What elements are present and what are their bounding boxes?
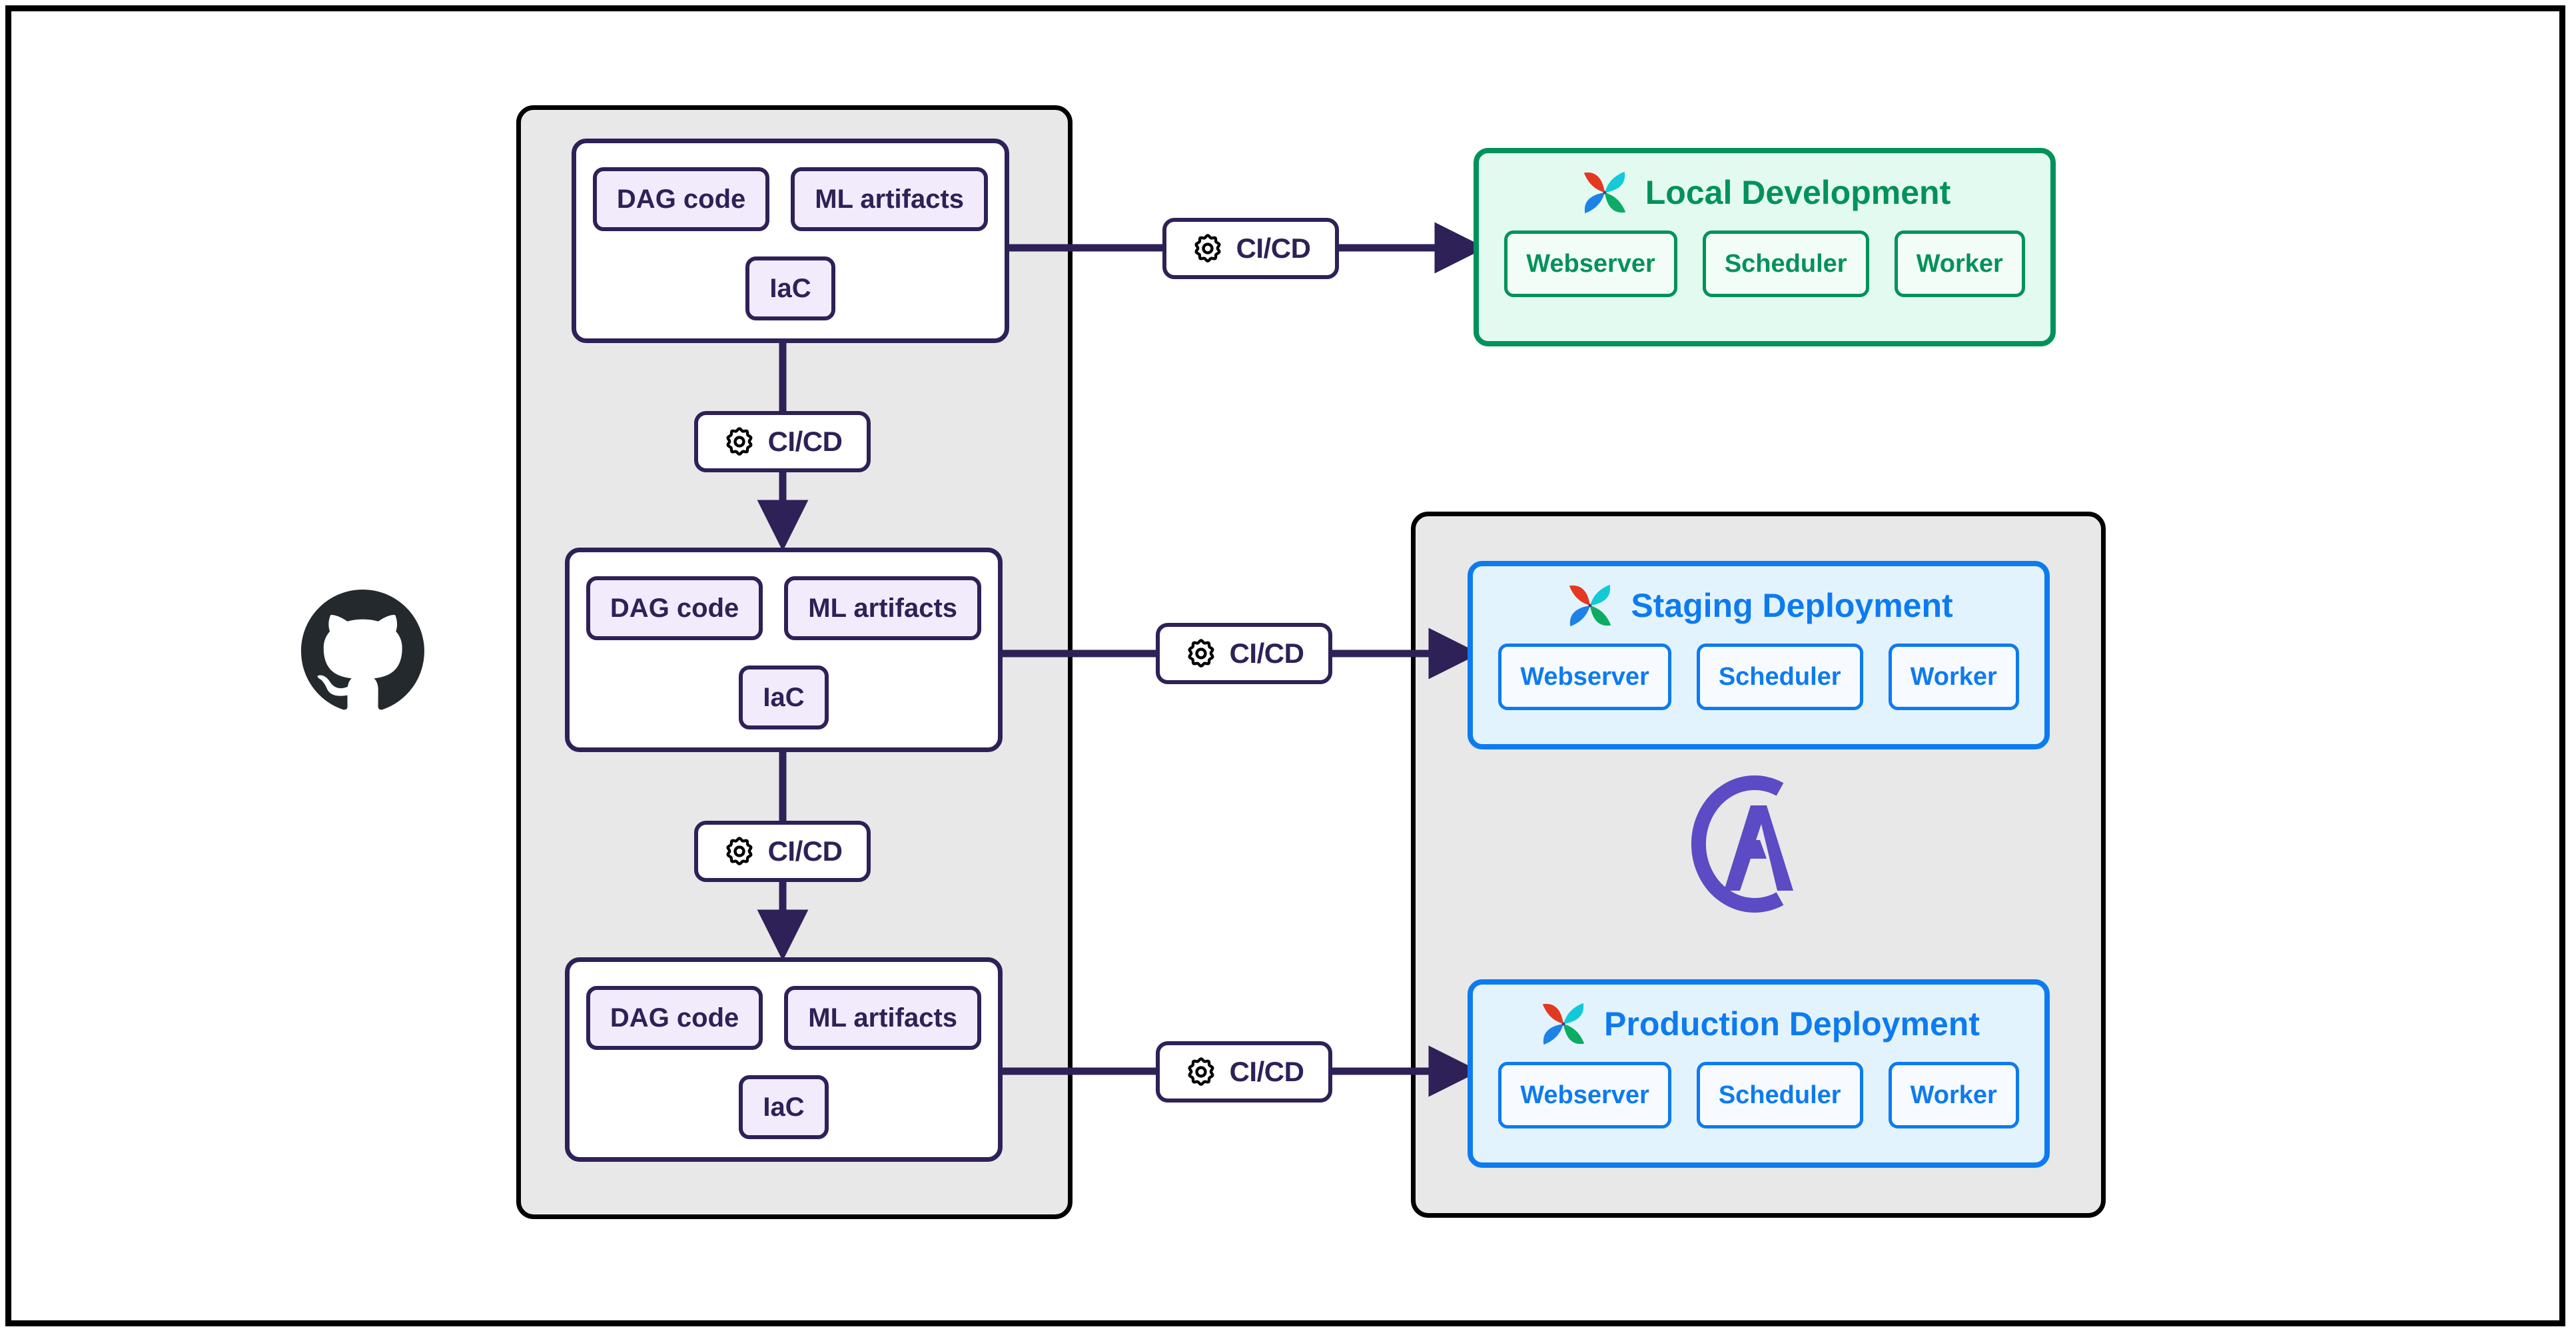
artifact-chip-iac: IaC (745, 256, 835, 320)
cicd-pill-main-to-production[interactable]: CI/CD (1156, 1041, 1332, 1103)
airflow-icon (1579, 167, 1631, 219)
artifact-chip-iac: IaC (739, 1075, 829, 1139)
artifact-chip-ml-artifacts: ML artifacts (784, 576, 982, 640)
repo-block-main-branch: DAG code ML artifacts IaC (565, 957, 1003, 1162)
artifact-chip-iac: IaC (739, 666, 829, 729)
cicd-label: CI/CD (767, 426, 843, 457)
component-chip-worker: Worker (1888, 644, 2019, 710)
panel-title: Production Deployment (1604, 1005, 1980, 1043)
gear-icon (723, 425, 756, 458)
panel-title: Local Development (1645, 174, 1951, 211)
astronomer-icon (1684, 771, 1817, 917)
cicd-label: CI/CD (1229, 638, 1304, 669)
component-chip-scheduler: Scheduler (1696, 644, 1863, 710)
cicd-label: CI/CD (1236, 232, 1311, 264)
cicd-pill-staging-to-stagingdeploy[interactable]: CI/CD (1156, 623, 1332, 684)
deployment-panel-local: Local Development Webserver Scheduler Wo… (1474, 148, 2056, 346)
deployment-panel-staging: Staging Deployment Webserver Scheduler W… (1468, 561, 2050, 749)
cicd-label: CI/CD (1229, 1056, 1304, 1087)
artifact-chip-dag-code: DAG code (586, 986, 763, 1050)
airflow-icon (1564, 580, 1616, 632)
component-chip-worker: Worker (1888, 1062, 2019, 1128)
repo-block-staging-branch: DAG code ML artifacts IaC (565, 548, 1003, 752)
panel-title: Staging Deployment (1631, 587, 1953, 624)
component-chip-webserver: Webserver (1498, 644, 1671, 710)
cicd-pill-staging-to-main[interactable]: CI/CD (694, 821, 871, 882)
artifact-chip-dag-code: DAG code (592, 167, 770, 231)
component-chip-scheduler: Scheduler (1702, 230, 1869, 297)
component-chip-worker: Worker (1894, 230, 2025, 297)
component-chip-webserver: Webserver (1498, 1062, 1671, 1128)
gear-icon (723, 835, 756, 868)
artifact-chip-ml-artifacts: ML artifacts (791, 167, 989, 231)
deployment-panel-production: Production Deployment Webserver Schedule… (1468, 979, 2050, 1168)
cicd-pill-dev-to-local[interactable]: CI/CD (1162, 218, 1339, 279)
artifact-chip-ml-artifacts: ML artifacts (784, 986, 982, 1050)
component-chip-webserver: Webserver (1504, 230, 1677, 297)
cicd-pill-dev-to-staging[interactable]: CI/CD (694, 411, 871, 472)
repo-block-dev-branch: DAG code ML artifacts IaC (572, 139, 1009, 343)
gear-icon (1184, 1055, 1218, 1089)
airflow-icon (1537, 998, 1589, 1050)
artifact-chip-dag-code: DAG code (586, 576, 763, 640)
component-chip-scheduler: Scheduler (1696, 1062, 1863, 1128)
cicd-label: CI/CD (767, 835, 843, 867)
github-icon (301, 590, 424, 713)
gear-icon (1191, 232, 1224, 265)
gear-icon (1184, 637, 1218, 670)
